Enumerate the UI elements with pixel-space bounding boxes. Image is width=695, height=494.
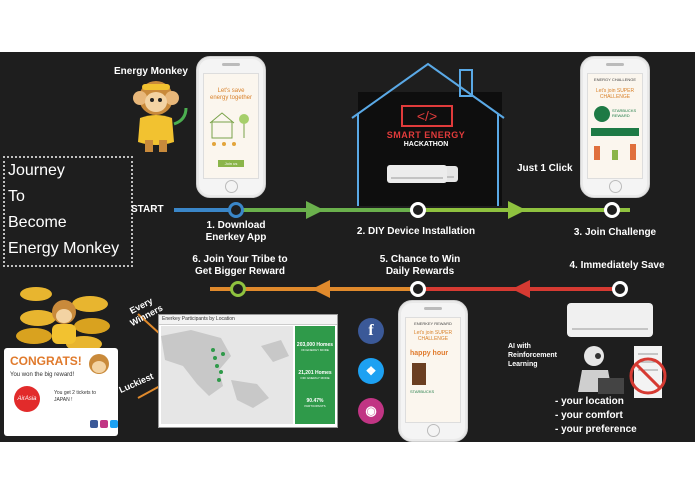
twitter-small-icon [110, 420, 118, 428]
phone2-brand: STARBUCKS REWARD [612, 108, 637, 118]
monkey-mascot-icon [133, 81, 188, 152]
step-3-label: 3. Join Challenge [573, 227, 657, 238]
stat-3-value: 90.47% [306, 398, 324, 404]
house-plant-icon [209, 112, 249, 146]
air-conditioner-large-icon [567, 303, 653, 337]
smart-home-house-icon: </> [351, 62, 505, 206]
ai-label: AI with Reinforcement Learning [508, 343, 558, 368]
enerkey-app-phone: Let's save energy together Join us [196, 56, 266, 198]
step-1-node [228, 202, 244, 218]
diagram-canvas: Energy Monkey Journey To Become Energy M… [0, 52, 695, 442]
step-4-node [612, 281, 628, 297]
journey-line-1: Journey [8, 162, 65, 179]
step-4-label: 4. Immediately Save [569, 260, 665, 271]
reward-card: CONGRATS! You won the big reward! AirAsi… [4, 348, 118, 436]
journey-line-4: Energy Monkey [8, 240, 120, 257]
step-2-label: 2. DIY Device Installation [356, 226, 476, 237]
hackathon-line-1: SMART ENERGY [386, 130, 466, 140]
reward-subtitle: You won the big reward! [10, 372, 75, 378]
step-1-label: 1. Download Enerkey App [205, 220, 267, 243]
phone2-header: ENERGY CHALLENGE [593, 77, 637, 82]
stat-2-desc: OFF ENERGY MODE [300, 376, 330, 380]
coffee-cup-icon [412, 363, 426, 385]
step-3-node [604, 202, 620, 218]
challenge-phone: ENERGY CHALLENGE Let's join SUPER CHALLE… [580, 56, 650, 198]
preference-1: - your location [555, 396, 624, 407]
start-label: START [131, 204, 164, 215]
journey-path [137, 201, 630, 399]
preference-2: - your comfort [555, 410, 623, 421]
step-5-node [410, 281, 426, 297]
journey-line-2: To [8, 188, 25, 205]
reward-message: You get 2 tickets to JAPAN ! [54, 390, 97, 403]
step-2-node [410, 202, 426, 218]
stat-1-desc: ON ENERGY MODE [301, 348, 329, 352]
stat-2-value: 21,201 Homes [298, 370, 332, 376]
participants-dashboard: Enerkey Participants by Location 203,000… [158, 314, 338, 428]
phone1-headline: Let's save energy together [209, 88, 253, 101]
happy-hour-text: happy hour [410, 350, 449, 357]
stat-1-value: 203,000 Homes [296, 342, 334, 348]
dashboard-title: Enerkey Participants by Location [159, 315, 337, 325]
facebook-small-icon [90, 420, 98, 428]
starbucks-logo-icon [594, 106, 610, 122]
just-one-click-label: Just 1 Click [517, 163, 573, 174]
reward-phone: ENERKEY REWARD Let's join SUPER CHALLENG… [398, 300, 468, 442]
energy-monkey-title: Energy Monkey [114, 66, 188, 77]
dashboard-stats-panel: 203,000 Homes ON ENERGY MODE 21,201 Home… [295, 326, 335, 424]
journey-box: Journey To Become Energy Monkey [3, 156, 133, 267]
congrats-text: CONGRATS! [10, 354, 82, 368]
participants-map [161, 326, 293, 424]
phone2-headline: Let's join SUPER CHALLENGE [595, 88, 635, 100]
join-button[interactable]: Join us [218, 160, 244, 167]
phone3-headline: Let's join SUPER CHALLENGE [413, 330, 453, 342]
monkey-small-icon [89, 354, 109, 374]
robot-laptop-icon [578, 346, 624, 394]
journey-line-3: Become [8, 214, 67, 231]
stat-3-desc: PARTICIPANTS [304, 404, 326, 408]
gold-coins-icon [16, 287, 110, 352]
bar-icons [594, 144, 636, 160]
twitter-icon[interactable]: ❖ [358, 358, 384, 384]
phone3-brand: STARBUCKS [410, 389, 435, 394]
svg-text:</>: </> [417, 108, 437, 124]
instagram-icon[interactable]: ◉ [358, 398, 384, 424]
step-6-node [230, 281, 246, 297]
phone3-header: ENERKEY REWARD [414, 321, 452, 326]
hackathon-line-2: HACKATHON [403, 141, 449, 148]
airasia-logo: AirAsia [14, 386, 40, 412]
no-paper-icon [629, 346, 667, 398]
facebook-icon[interactable]: f [358, 318, 384, 344]
preference-3: - your preference [555, 424, 637, 435]
air-conditioner-icon [387, 165, 447, 183]
step-5-label: 5. Chance to Win Daily Rewards [379, 254, 461, 277]
step-6-label: 6. Join Your Tribe to Get Bigger Reward [192, 254, 288, 277]
instagram-small-icon [100, 420, 108, 428]
